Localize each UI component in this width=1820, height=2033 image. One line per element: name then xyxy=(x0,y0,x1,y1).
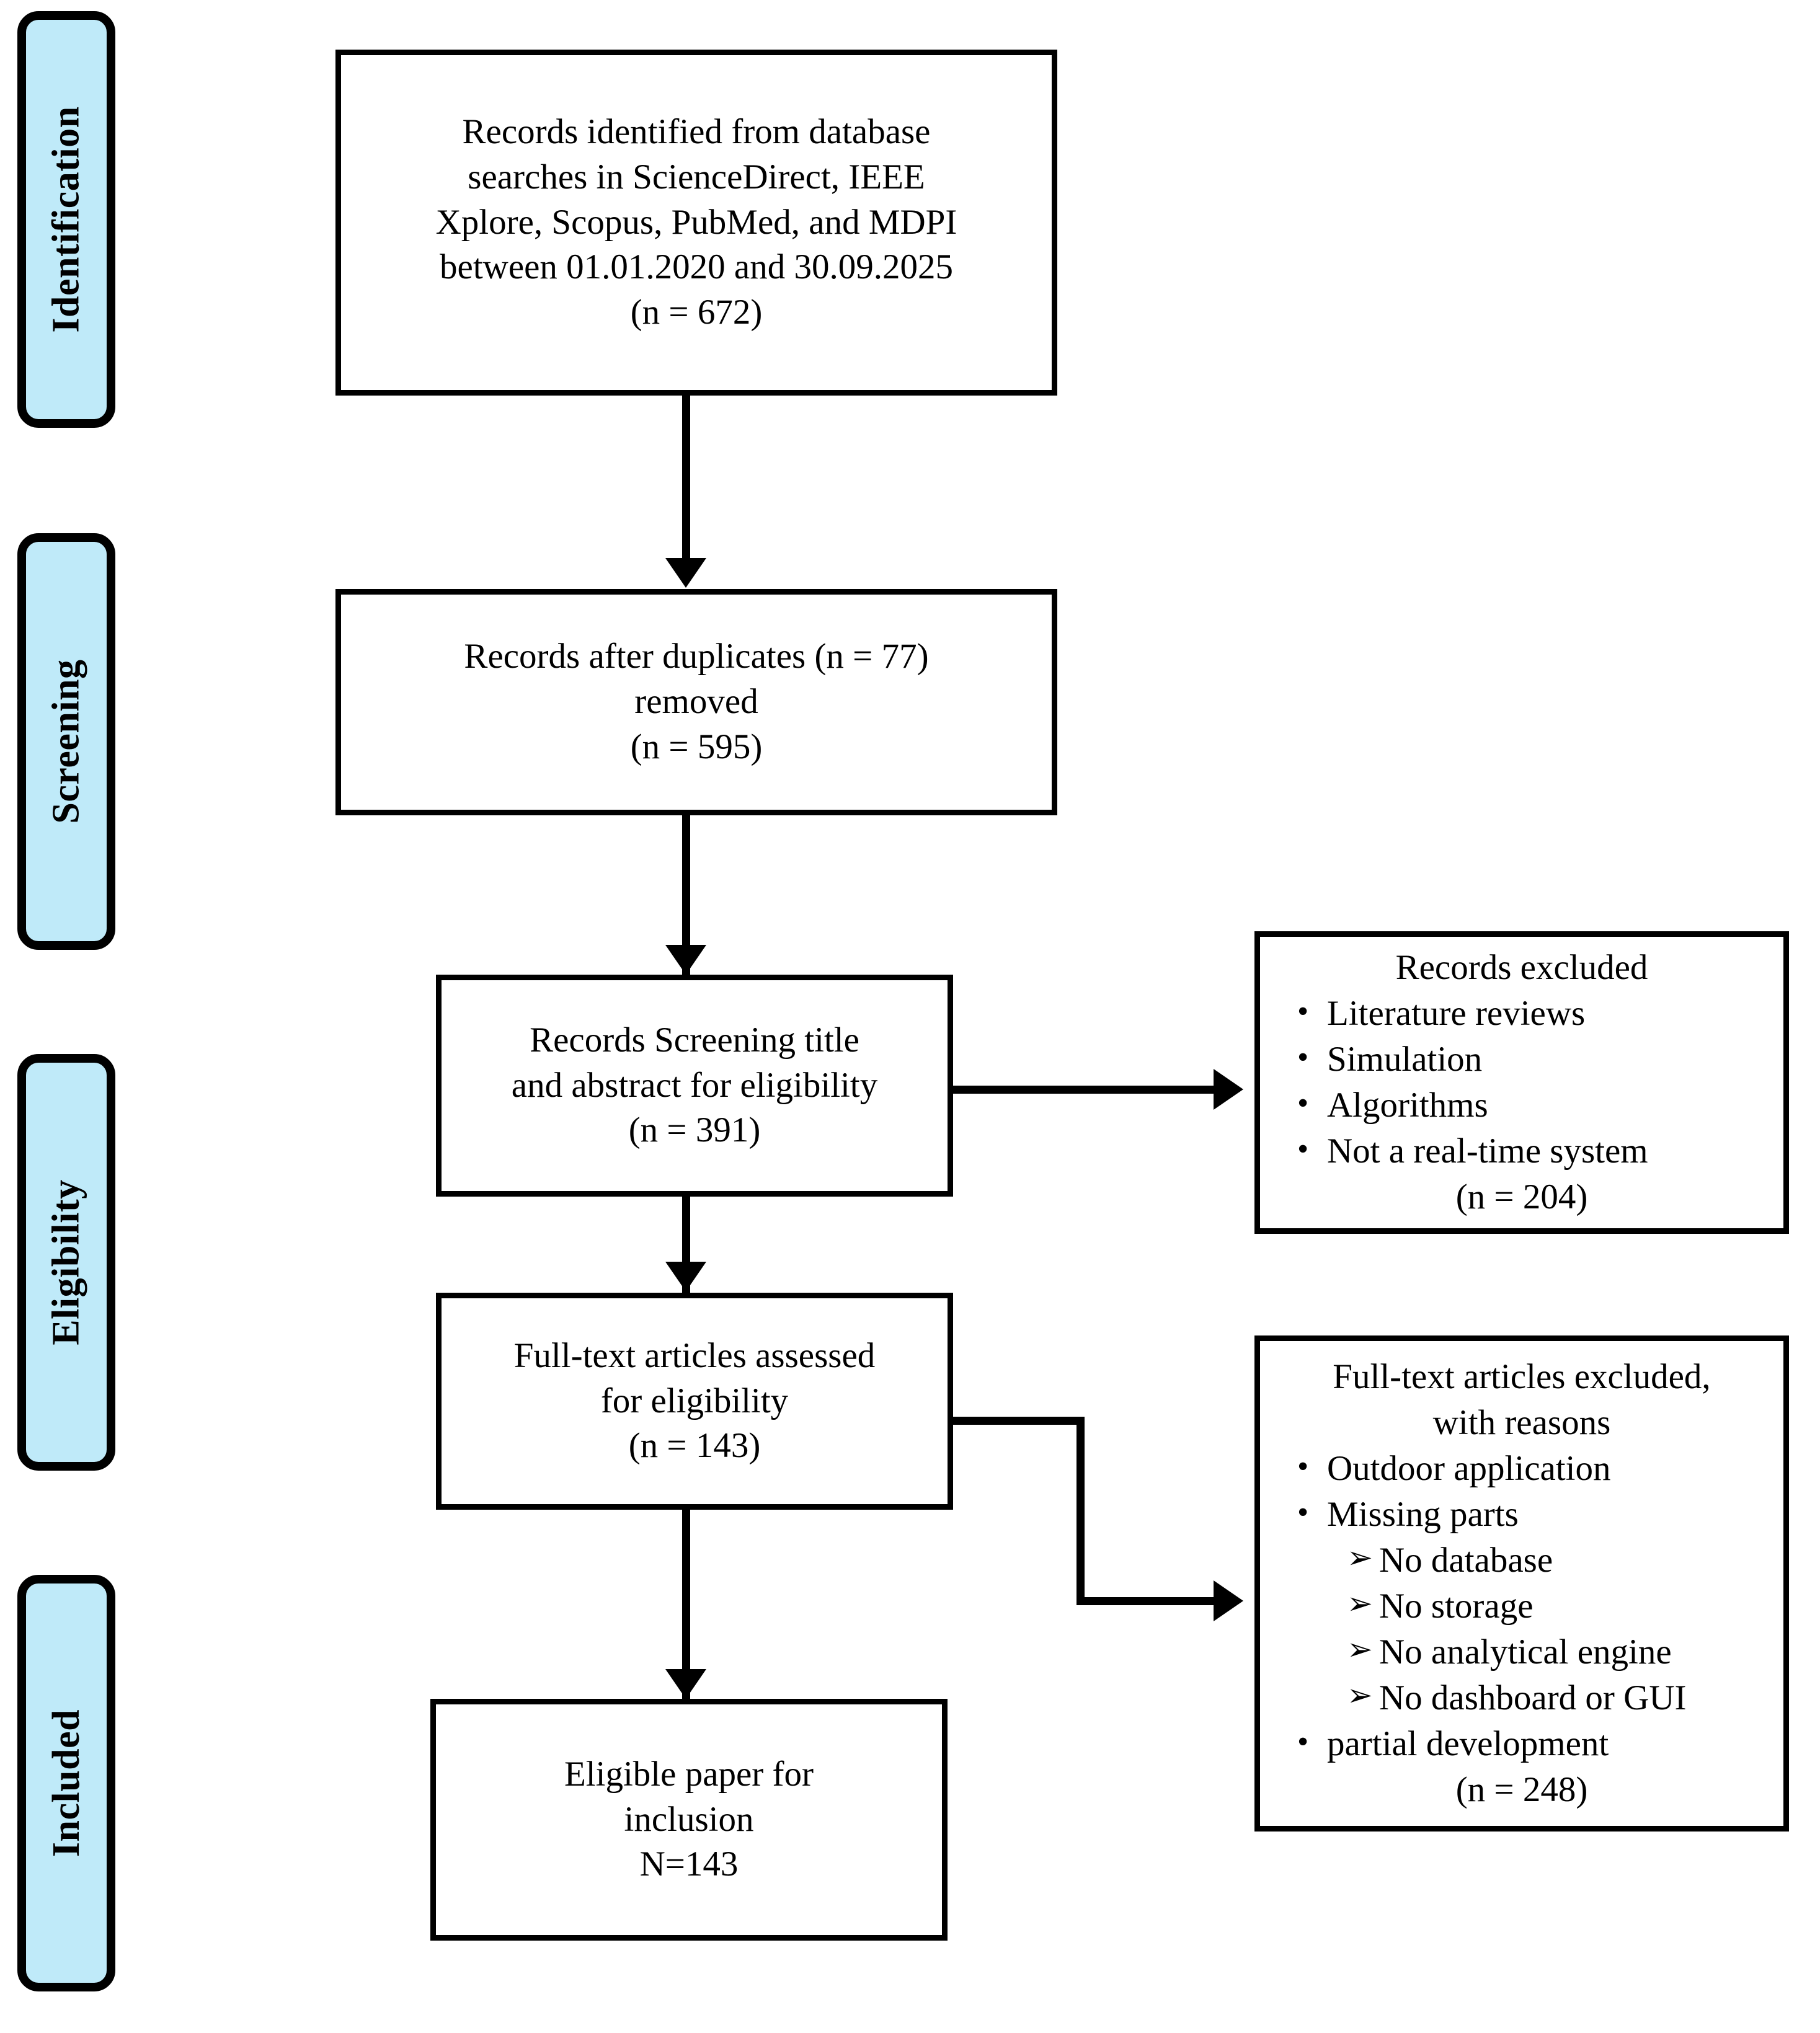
list-item: ➢ No storage xyxy=(1274,1583,1770,1629)
arrow-right-icon xyxy=(1214,1580,1243,1621)
connector-identified-to-duplicates xyxy=(682,396,690,559)
list-item: • Outdoor application xyxy=(1274,1446,1770,1492)
box-eligible-for-inclusion: Eligible paper for inclusion N=143 xyxy=(430,1699,948,1941)
list-item-label: Literature reviews xyxy=(1327,993,1586,1033)
box-line: (n = 143) xyxy=(628,1426,761,1466)
list-item-label: Simulation xyxy=(1327,1039,1483,1079)
connector-fulltext-to-excluded-h1 xyxy=(953,1417,1085,1425)
list-item: ➢ No dashboard or GUI xyxy=(1274,1675,1770,1721)
list-item-label: partial development xyxy=(1327,1724,1609,1764)
list-item: ➢ No database xyxy=(1274,1538,1770,1583)
bullet-icon: • xyxy=(1297,1086,1309,1121)
bullet-icon: • xyxy=(1297,1448,1309,1484)
phase-label-text: Screening xyxy=(45,659,87,824)
arrow-down-icon xyxy=(665,558,706,588)
fulltext-excluded-list: • Outdoor application • Missing parts ➢ … xyxy=(1274,1446,1770,1768)
connector-duplicates-to-screening xyxy=(682,815,690,978)
box-line: Eligible paper for xyxy=(564,1754,814,1794)
connector-fulltext-to-excluded-v xyxy=(1076,1417,1085,1605)
list-item: • Not a real-time system xyxy=(1274,1128,1770,1174)
list-item-label: No dashboard or GUI xyxy=(1379,1678,1687,1718)
box-line: (n = 672) xyxy=(630,293,763,332)
box-line: Full-text articles assessed xyxy=(513,1335,876,1375)
list-item-label: No database xyxy=(1379,1540,1553,1580)
box-records-after-duplicates: Records after duplicates (n = 77) remove… xyxy=(335,589,1057,815)
bullet-icon: • xyxy=(1297,1494,1309,1530)
records-excluded-list: • Literature reviews • Simulation • Algo… xyxy=(1274,991,1770,1174)
fulltext-excluded-count: (n = 248) xyxy=(1455,1770,1588,1810)
box-line: searches in ScienceDirect, IEEE xyxy=(468,157,925,197)
arrow-down-icon xyxy=(665,945,706,975)
fulltext-excluded-heading-line: with reasons xyxy=(1432,1402,1611,1442)
phase-label-identification: Identification xyxy=(17,11,115,428)
list-item-label: Not a real-time system xyxy=(1327,1132,1648,1171)
list-item: • Missing parts xyxy=(1274,1492,1770,1538)
bullet-icon: • xyxy=(1297,1039,1309,1075)
list-item-label: Outdoor application xyxy=(1327,1448,1611,1488)
list-item: • partial development xyxy=(1274,1721,1770,1767)
list-item: • Algorithms xyxy=(1274,1083,1770,1128)
box-line: for eligibility xyxy=(600,1381,789,1420)
bullet-icon: • xyxy=(1297,1132,1309,1167)
box-line: Records Screening title xyxy=(530,1020,859,1060)
phase-label-screening: Screening xyxy=(17,533,115,950)
box-records-screening: Records Screening title and abstract for… xyxy=(436,975,953,1197)
box-line: and abstract for eligibility xyxy=(511,1065,878,1105)
records-excluded-heading: Records excluded xyxy=(1395,947,1648,987)
arrowhead-bullet-icon: ➢ xyxy=(1347,1539,1373,1575)
list-item: • Simulation xyxy=(1274,1037,1770,1083)
box-line: (n = 391) xyxy=(628,1110,761,1150)
box-line: Records identified from database xyxy=(462,112,931,151)
phase-label-text: Identification xyxy=(45,106,88,333)
connector-fulltext-to-included xyxy=(682,1510,690,1699)
bullet-icon: • xyxy=(1297,1724,1309,1760)
box-records-excluded: Records excluded • Literature reviews • … xyxy=(1254,931,1789,1234)
fulltext-excluded-heading-line: Full-text articles excluded, xyxy=(1333,1357,1711,1396)
connector-fulltext-to-excluded-h2 xyxy=(1076,1597,1217,1605)
connector-screening-to-records-excluded xyxy=(953,1086,1214,1094)
phase-label-eligibility: Eligibility xyxy=(17,1054,115,1471)
arrow-right-icon xyxy=(1214,1069,1243,1110)
box-line: Xplore, Scopus, PubMed, and MDPI xyxy=(435,202,957,242)
list-item: ➢ No analytical engine xyxy=(1274,1629,1770,1675)
phase-label-included: Included xyxy=(17,1575,115,1991)
list-item-label: No analytical engine xyxy=(1379,1632,1672,1672)
box-line: Records after duplicates (n = 77) xyxy=(464,637,929,676)
box-line: (n = 595) xyxy=(630,727,763,766)
phase-label-text: Included xyxy=(45,1709,88,1858)
list-item: • Literature reviews xyxy=(1274,991,1770,1037)
arrowhead-bullet-icon: ➢ xyxy=(1347,1632,1373,1667)
list-item-label: No storage xyxy=(1379,1587,1534,1626)
box-line: between 01.01.2020 and 30.09.2025 xyxy=(440,247,953,287)
list-item-label: Algorithms xyxy=(1327,1086,1488,1125)
arrowhead-bullet-icon: ➢ xyxy=(1347,1586,1373,1621)
box-fulltext-excluded: Full-text articles excluded, with reason… xyxy=(1254,1335,1789,1831)
arrowhead-bullet-icon: ➢ xyxy=(1347,1678,1373,1713)
arrow-down-icon xyxy=(665,1262,706,1291)
phase-label-text: Eligibility xyxy=(45,1179,87,1345)
box-fulltext-assessed: Full-text articles assessed for eligibil… xyxy=(436,1293,953,1510)
box-line: inclusion xyxy=(624,1799,754,1839)
box-records-identified: Records identified from database searche… xyxy=(335,50,1057,396)
bullet-icon: • xyxy=(1297,993,1309,1029)
records-excluded-count: (n = 204) xyxy=(1455,1177,1588,1217)
arrow-down-icon xyxy=(665,1669,706,1699)
box-line: removed xyxy=(634,682,758,722)
box-line: N=143 xyxy=(639,1845,739,1884)
list-item-label: Missing parts xyxy=(1327,1494,1519,1534)
